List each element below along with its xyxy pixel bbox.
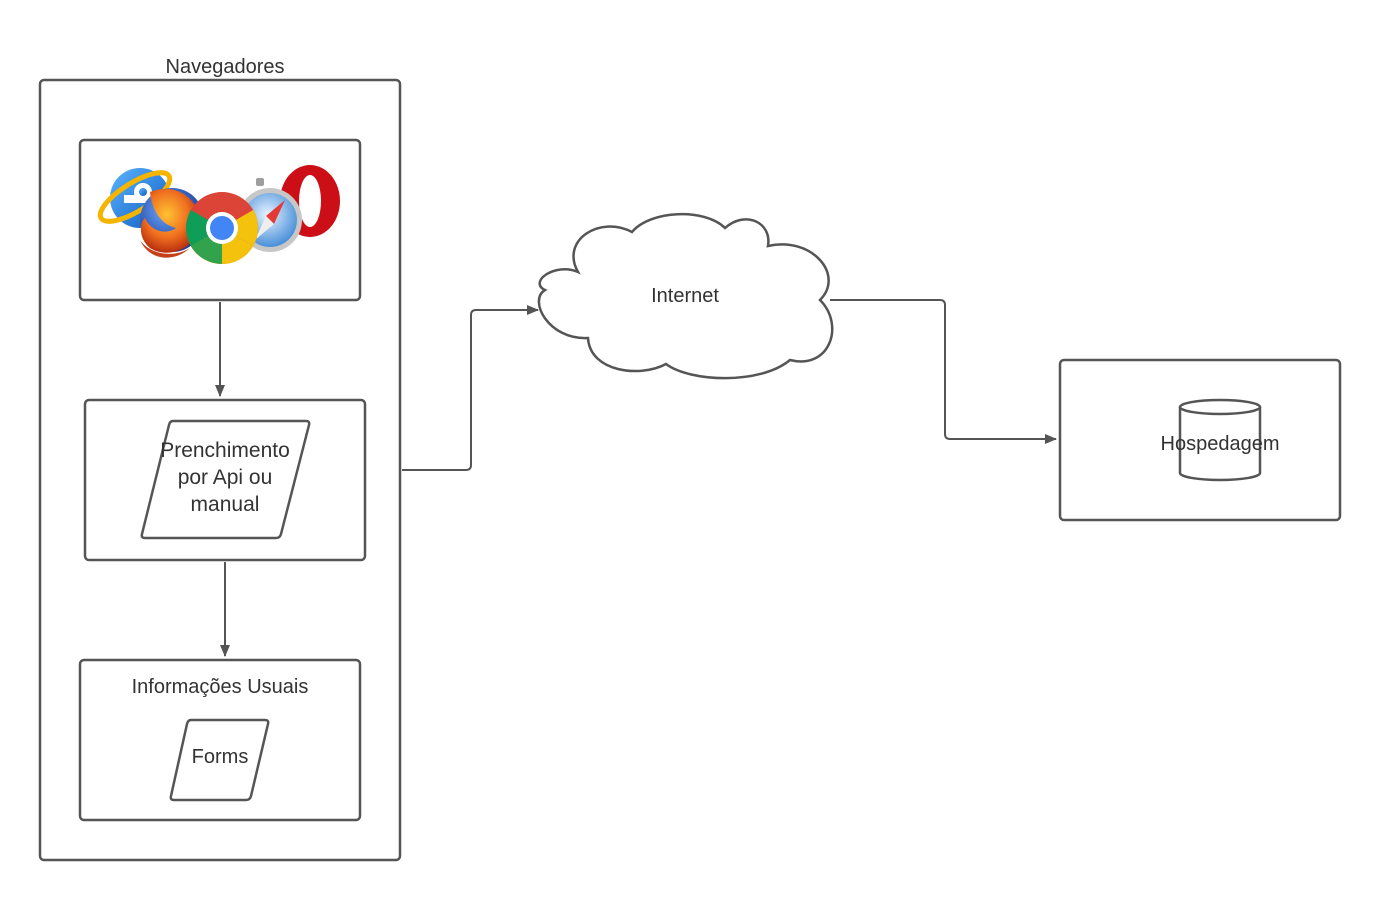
informacoes-title: Informações Usuais (131, 676, 309, 698)
edge-navegadores-to-internet (402, 305, 539, 471)
internet-label: Internet (651, 285, 719, 307)
navegadores-title: Navegadores (165, 56, 285, 78)
chrome-icon (185, 192, 259, 265)
database-icon (1178, 398, 1262, 482)
browsers-image (97, 165, 340, 265)
prenchimento-label: Prenchimento por Api ou manual (160, 439, 290, 516)
hospedagem-label: Hospedagem (1160, 433, 1280, 455)
forms-parallelogram (169, 718, 270, 802)
internet-cloud (537, 212, 834, 380)
prenchimento-parallelogram (140, 419, 311, 540)
edge-internet-to-hospedagem (830, 299, 1057, 444)
forms-label: Forms (191, 746, 249, 768)
